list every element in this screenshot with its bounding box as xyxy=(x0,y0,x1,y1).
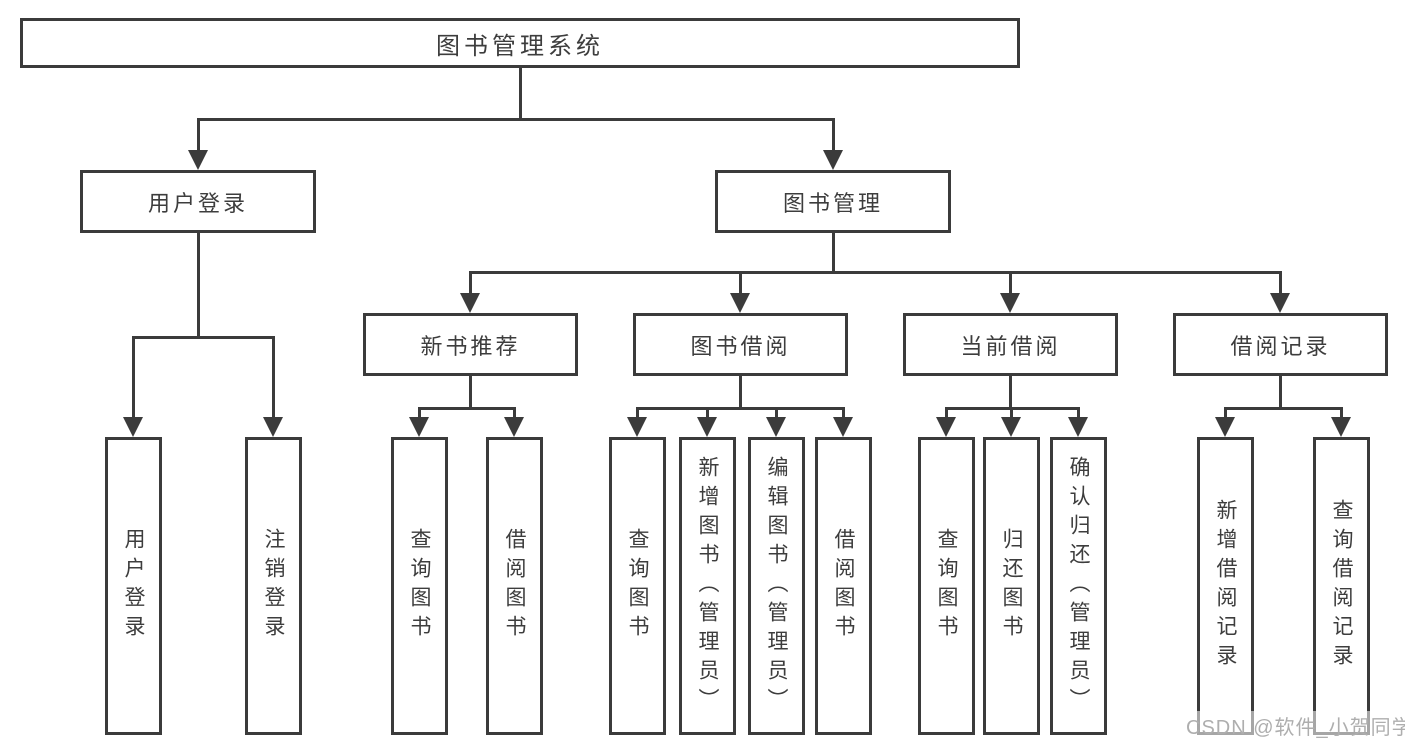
arrow-down-icon xyxy=(936,417,956,437)
connector-line xyxy=(1010,410,1013,419)
arrow-down-icon xyxy=(263,417,283,437)
leaf-confirm-return-admin: 确认归还（管理员） xyxy=(1050,437,1107,735)
leaf-edit-books-admin: 编辑图书（管理员） xyxy=(748,437,805,735)
connector-line xyxy=(739,376,742,410)
connector-line xyxy=(706,410,709,419)
node-borrowing-records: 借阅记录 xyxy=(1173,313,1388,376)
leaf-query-books-current: 查询图书 xyxy=(918,437,975,735)
arrow-down-icon xyxy=(409,417,429,437)
connector-line xyxy=(1340,410,1343,419)
leaf-label: 借阅图书 xyxy=(503,528,526,644)
connector-line xyxy=(775,410,778,419)
arrow-down-icon xyxy=(766,417,786,437)
connector-line xyxy=(469,271,1282,274)
connector-line xyxy=(272,339,275,419)
leaf-label: 查询图书 xyxy=(408,528,431,644)
arrow-down-icon xyxy=(504,417,524,437)
leaf-query-books-recommend: 查询图书 xyxy=(391,437,448,735)
arrow-down-icon xyxy=(460,293,480,313)
connector-line xyxy=(832,121,835,154)
connector-line xyxy=(636,410,639,419)
arrow-down-icon xyxy=(697,417,717,437)
leaf-query-borrow-record: 查询借阅记录 xyxy=(1313,437,1370,735)
connector-line xyxy=(945,410,948,419)
connector-line xyxy=(832,233,835,274)
connector-line xyxy=(1224,410,1227,419)
leaf-label: 查询图书 xyxy=(626,528,649,644)
leaf-borrow-books-recommend: 借阅图书 xyxy=(486,437,543,735)
arrow-down-icon xyxy=(123,417,143,437)
leaf-query-books-borrowing: 查询图书 xyxy=(609,437,666,735)
arrow-down-icon xyxy=(188,150,208,170)
leaf-label: 用户登录 xyxy=(122,528,145,644)
arrow-down-icon xyxy=(1215,417,1235,437)
leaf-label: 新增借阅记录 xyxy=(1214,499,1237,673)
leaf-label: 新增图书（管理员） xyxy=(696,455,719,717)
connector-line xyxy=(418,407,516,410)
leaf-add-books-admin: 新增图书（管理员） xyxy=(679,437,736,735)
connector-line xyxy=(1279,376,1282,410)
connector-line xyxy=(636,407,845,410)
leaf-label: 查询图书 xyxy=(935,528,958,644)
connector-line xyxy=(842,410,845,419)
connector-line xyxy=(469,376,472,410)
connector-line xyxy=(1009,274,1012,295)
leaf-label: 确认归还（管理员） xyxy=(1067,455,1090,717)
connector-line xyxy=(132,339,135,419)
leaf-label: 编辑图书（管理员） xyxy=(765,455,788,717)
connector-line xyxy=(1077,410,1080,419)
connector-line xyxy=(197,118,835,121)
connector-line xyxy=(513,410,516,419)
arrow-down-icon xyxy=(627,417,647,437)
connector-line xyxy=(197,121,200,154)
leaf-label: 查询借阅记录 xyxy=(1330,499,1353,673)
leaf-logout: 注销登录 xyxy=(245,437,302,735)
node-book-management: 图书管理 xyxy=(715,170,951,233)
arrow-down-icon xyxy=(1000,293,1020,313)
connector-line xyxy=(945,407,1080,410)
leaf-add-borrow-record: 新增借阅记录 xyxy=(1197,437,1254,735)
connector-line xyxy=(1009,376,1012,410)
node-new-book-recommend: 新书推荐 xyxy=(363,313,578,376)
leaf-borrow-books: 借阅图书 xyxy=(815,437,872,735)
arrow-down-icon xyxy=(1331,417,1351,437)
leaf-label: 借阅图书 xyxy=(832,528,855,644)
node-library-system: 图书管理系统 xyxy=(20,18,1020,68)
arrow-down-icon xyxy=(1270,293,1290,313)
connector-line xyxy=(197,233,200,339)
connector-line xyxy=(469,274,472,295)
connector-line xyxy=(739,274,742,295)
node-book-borrowing: 图书借阅 xyxy=(633,313,848,376)
connector-line xyxy=(1279,274,1282,295)
leaf-return-books: 归还图书 xyxy=(983,437,1040,735)
arrow-down-icon xyxy=(833,417,853,437)
arrow-down-icon xyxy=(823,150,843,170)
node-current-borrowing: 当前借阅 xyxy=(903,313,1118,376)
leaf-label: 归还图书 xyxy=(1000,528,1023,644)
connector-line xyxy=(132,336,275,339)
connector-line xyxy=(1224,407,1343,410)
arrow-down-icon xyxy=(1068,417,1088,437)
connector-line xyxy=(519,68,522,121)
connector-line xyxy=(418,410,421,419)
csdn-watermark: CSDN @软件_小贺同学 xyxy=(1183,711,1405,740)
leaf-label: 注销登录 xyxy=(262,528,285,644)
leaf-user-login: 用户登录 xyxy=(105,437,162,735)
arrow-down-icon xyxy=(730,293,750,313)
node-user-login: 用户登录 xyxy=(80,170,316,233)
arrow-down-icon xyxy=(1001,417,1021,437)
